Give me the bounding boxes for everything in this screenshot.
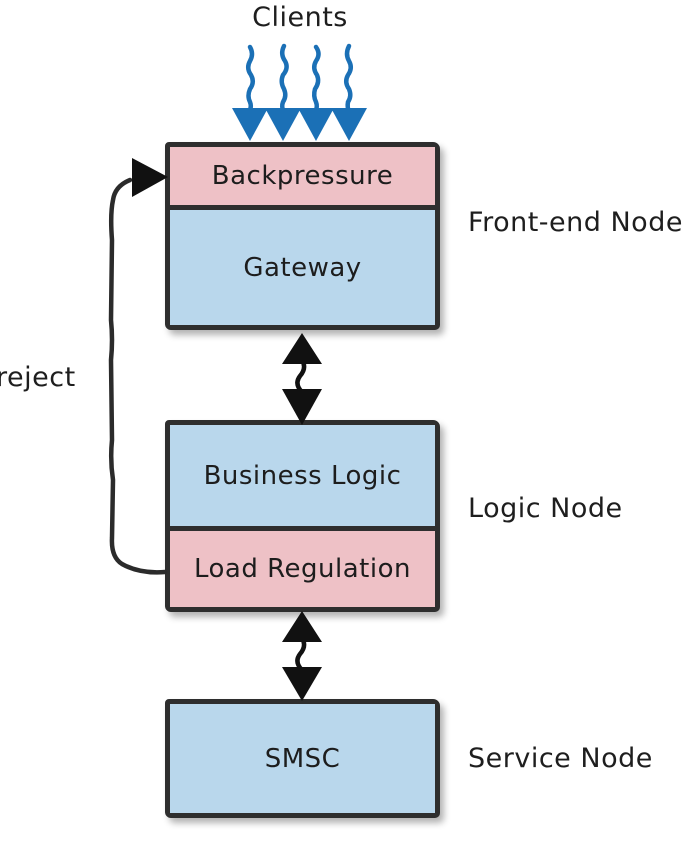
backpressure-label: Backpressure bbox=[211, 161, 394, 191]
client-arrowhead-icon bbox=[331, 108, 367, 141]
reject-arrowhead-icon bbox=[132, 158, 168, 197]
frontend-node-box: Backpressure Gateway bbox=[165, 142, 440, 330]
client-arrow-squiggle bbox=[344, 43, 353, 115]
client-arrow-squiggle bbox=[246, 44, 255, 115]
load-regulation-layer: Load Regulation bbox=[170, 531, 435, 607]
logic-node-label: Logic Node bbox=[468, 493, 623, 524]
logic-node-box: Business Logic Load Regulation bbox=[165, 420, 440, 612]
gateway-label: Gateway bbox=[243, 252, 362, 283]
up-arrowhead-icon bbox=[282, 333, 322, 364]
smsc-label: SMSC bbox=[264, 743, 341, 774]
client-arrow-squiggle bbox=[279, 43, 289, 115]
smsc-layer: SMSC bbox=[170, 704, 435, 813]
up-arrowhead-icon bbox=[282, 611, 322, 642]
business-logic-label: Business Logic bbox=[203, 460, 402, 491]
client-arrowhead-icon bbox=[232, 108, 268, 141]
client-arrow-squiggle bbox=[311, 44, 321, 115]
service-node-label: Service Node bbox=[468, 743, 653, 774]
gateway-layer: Gateway bbox=[170, 210, 435, 325]
down-arrowhead-icon bbox=[282, 667, 322, 701]
client-arrowhead-icon bbox=[265, 108, 301, 141]
load-regulation-label: Load Regulation bbox=[194, 554, 411, 584]
reject-label: reject bbox=[0, 362, 76, 393]
backpressure-layer: Backpressure bbox=[170, 147, 435, 210]
clients-arrows-icon bbox=[232, 43, 367, 141]
clients-label: Clients bbox=[252, 2, 348, 33]
client-arrowhead-icon bbox=[298, 108, 334, 141]
logic-service-connector bbox=[282, 611, 322, 701]
reject-curve bbox=[108, 177, 168, 575]
service-node-box: SMSC bbox=[165, 699, 440, 818]
business-logic-layer: Business Logic bbox=[170, 425, 435, 531]
frontend-logic-connector bbox=[282, 333, 322, 425]
frontend-node-label: Front-end Node bbox=[468, 207, 683, 238]
reject-connector bbox=[108, 158, 168, 575]
